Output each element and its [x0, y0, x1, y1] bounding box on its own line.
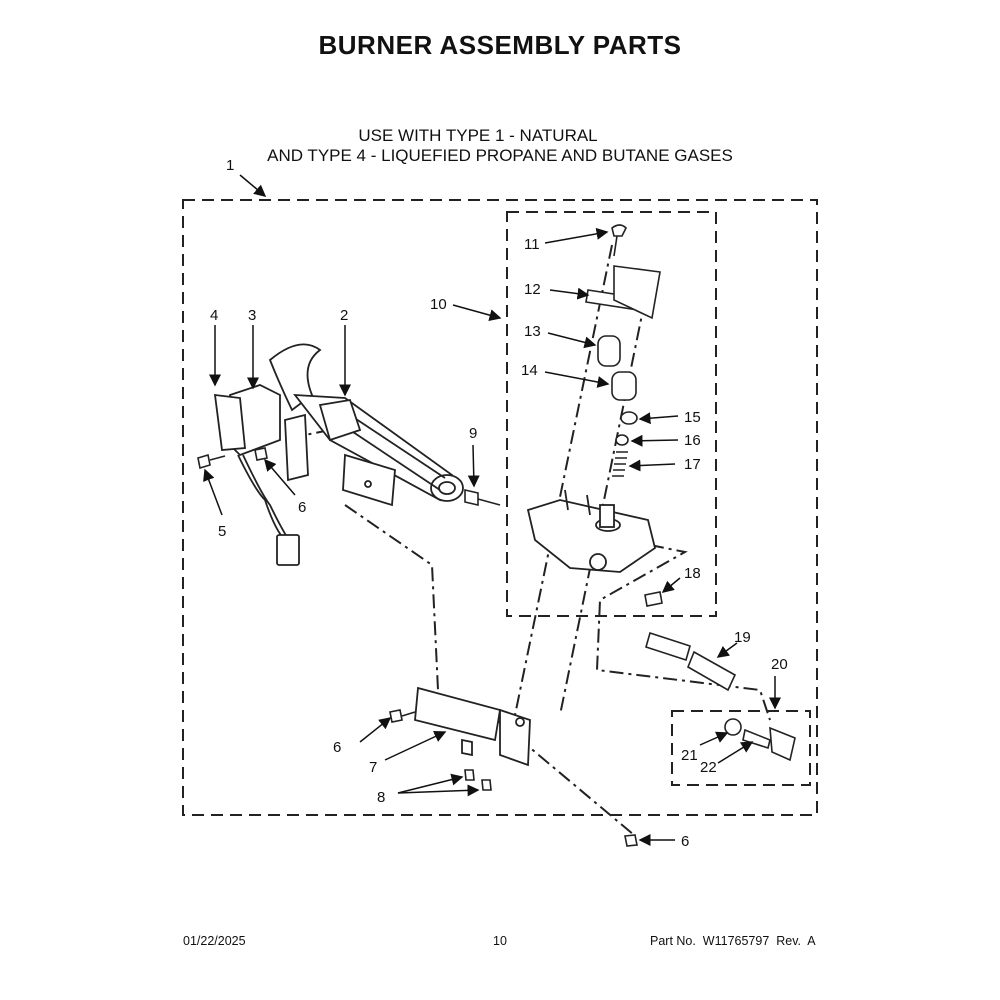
callout-9: 9 [469, 425, 477, 442]
subtitle-line-2: AND TYPE 4 - LIQUEFIED PROPANE AND BUTAN… [267, 146, 733, 165]
callout-6-left: 6 [333, 739, 341, 756]
pipe-19 [645, 631, 737, 692]
callout-19: 19 [734, 629, 751, 646]
fitting-boundary-20 [671, 710, 811, 786]
gas-valve-body [526, 489, 657, 573]
callout-14: 14 [521, 362, 538, 379]
screws [197, 447, 638, 847]
igniter-bracket [213, 384, 309, 566]
valve-stack-parts [585, 224, 661, 477]
callout-18: 18 [684, 565, 701, 582]
valve-boundary-10 [506, 211, 717, 617]
callout-17: 17 [684, 456, 701, 473]
callout-20: 20 [771, 656, 788, 673]
fitting-20 [724, 718, 796, 762]
page-title: BURNER ASSEMBLY PARTS [318, 30, 682, 60]
assembly-boundary-1 [182, 199, 818, 816]
sensor-plate [342, 453, 396, 507]
mounting-bracket [414, 686, 531, 767]
callout-21: 21 [681, 747, 698, 764]
burner-tube [268, 343, 464, 502]
callout-8: 8 [377, 789, 385, 806]
callout-11: 11 [524, 236, 540, 253]
callout-6-upper: 6 [298, 499, 306, 516]
callout-2: 2 [340, 307, 348, 324]
orifice [464, 488, 501, 507]
footer-date: 01/22/2025 [183, 934, 246, 948]
callout-16: 16 [684, 432, 701, 449]
callout-7: 7 [369, 759, 377, 776]
callout-22: 22 [700, 759, 717, 776]
subtitle-line-1: USE WITH TYPE 1 - NATURAL [358, 126, 598, 145]
callout-leaders [203, 174, 781, 846]
connector-18 [644, 591, 663, 607]
callout-15: 15 [684, 409, 701, 426]
callout-10: 10 [430, 296, 447, 313]
callout-13: 13 [524, 323, 541, 340]
callout-12: 12 [524, 281, 541, 298]
footer-page-number: 10 [493, 934, 507, 948]
callout-1: 1 [226, 157, 234, 174]
callout-4: 4 [210, 307, 218, 324]
callout-6-lower: 6 [681, 833, 689, 850]
callout-3: 3 [248, 307, 256, 324]
footer-part-number: Part No. W11765797 Rev. A [650, 934, 816, 948]
callout-5: 5 [218, 523, 226, 540]
